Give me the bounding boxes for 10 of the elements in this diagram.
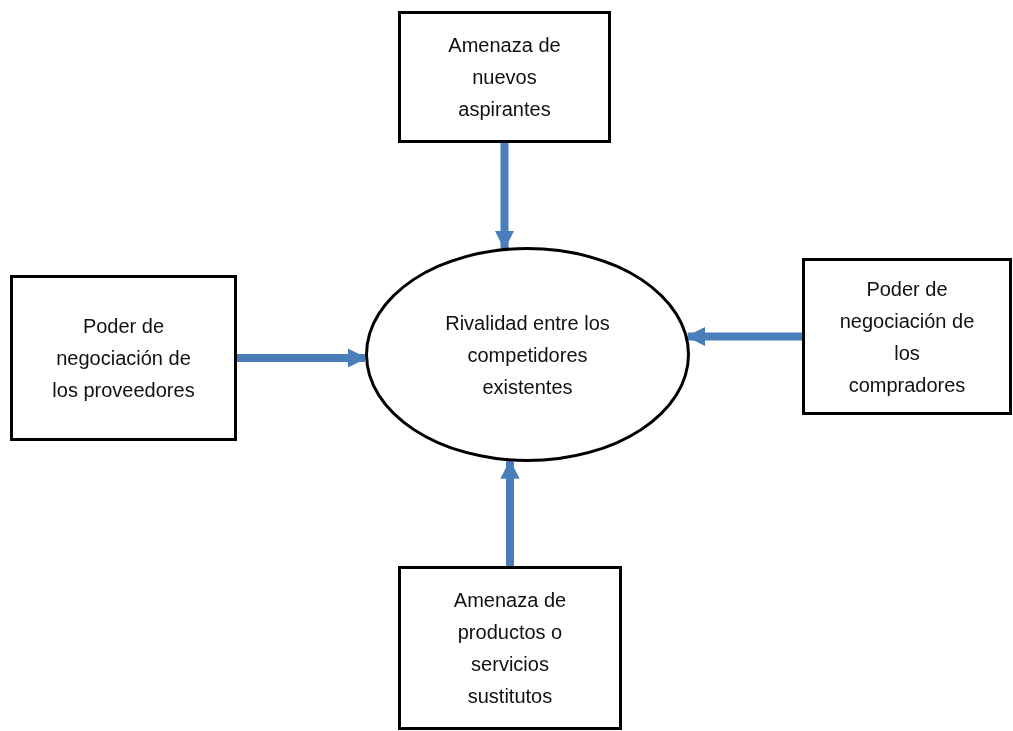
text-box [398,11,611,143]
text-box [398,566,622,730]
text-box [802,258,1012,415]
text-box [10,275,237,441]
node-label: Amenaza de productos o servicios sustitutos [452,588,568,709]
node-label: Poder de negociación de los proveedores [51,314,196,403]
node-label: Rivalidad entre los competidores existentes [444,310,611,400]
node-label: Poder de negociación de los compradores [838,276,976,398]
node-label: Amenaza de nuevos aspirantes [447,33,562,122]
block-arrow [237,348,367,368]
